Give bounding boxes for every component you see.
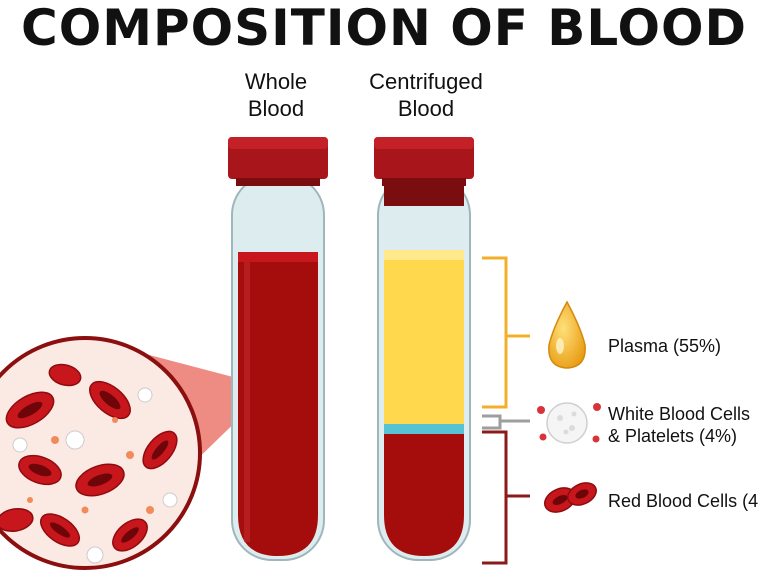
red-cell-layer [384, 434, 464, 556]
buffy-coat-layer [384, 424, 464, 434]
centrifuged-blood-label-line2: Blood [397, 96, 455, 121]
centrifuged-blood-label-line1: Centrifuged [369, 69, 483, 94]
platelet-icon [537, 403, 601, 443]
whole-blood-label-line1: Whole [244, 69, 308, 94]
white-cells-label: White Blood Cells & Platelets (4%) [608, 403, 750, 447]
plasma-layer [384, 250, 464, 425]
whole-blood-tube [228, 137, 328, 561]
red-cells-bracket [482, 430, 508, 565]
white-cells-label-line1: White Blood Cells [608, 404, 751, 424]
plasma-drop-icon [548, 300, 586, 369]
page-title: COMPOSITION OF BLOOD [21, 0, 747, 57]
whole-blood-label: Whole Blood [220, 68, 332, 122]
red-cells-label: Red Blood Cells (4 [608, 491, 759, 511]
white-cells-bracket [482, 414, 502, 430]
red-blood-cells-icon [544, 482, 597, 513]
magnified-blood-view [0, 336, 202, 570]
centrifuged-blood-label: Centrifuged Blood [348, 68, 504, 122]
whole-blood-label-line2: Blood [247, 96, 305, 121]
plasma-label: Plasma (55%) [608, 336, 722, 356]
white-blood-cell-icon [537, 402, 601, 444]
white-cells-label-line2: & Platelets (4%) [608, 426, 738, 446]
centrifuged-blood-tube [374, 137, 474, 561]
plasma-bracket [482, 256, 508, 409]
